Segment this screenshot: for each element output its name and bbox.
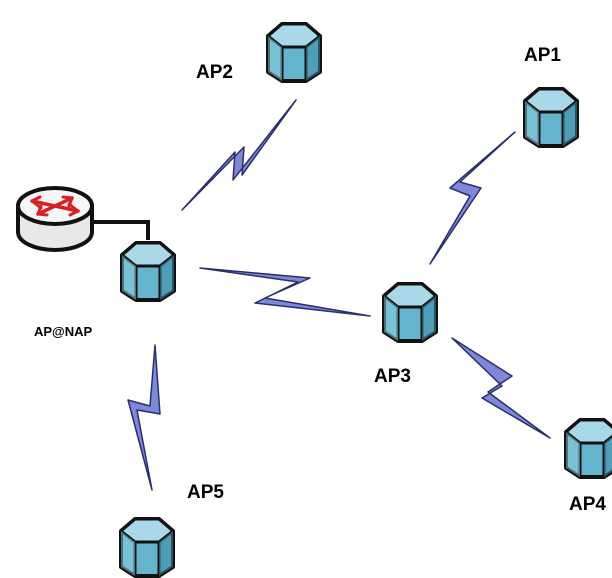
node-label-ap4: AP4 — [569, 494, 606, 515]
router-icon — [16, 186, 94, 252]
access-point-icon-ap3 — [382, 282, 438, 343]
wireless-link-apnap-ap5 — [127, 344, 161, 491]
access-point-icon-ap4 — [564, 418, 612, 479]
wireless-link-ap3-ap1 — [429, 131, 516, 265]
access-point-icon-ap1 — [523, 87, 579, 148]
wireless-link-ap3-ap4 — [451, 337, 551, 439]
node-label-ap1: AP1 — [524, 45, 561, 66]
node-label-ap3: AP3 — [374, 366, 411, 387]
access-point-icon-apnap — [120, 241, 176, 302]
node-label-apnap: AP@NAP — [34, 324, 93, 339]
wireless-link-apnap-ap2 — [181, 99, 297, 211]
node-label-ap2: AP2 — [196, 62, 233, 83]
node-label-ap5: AP5 — [187, 482, 224, 503]
wireless-link-apnap-ap3 — [199, 267, 371, 317]
access-point-icon-ap5 — [119, 517, 175, 578]
access-point-icon-ap2 — [266, 22, 322, 83]
